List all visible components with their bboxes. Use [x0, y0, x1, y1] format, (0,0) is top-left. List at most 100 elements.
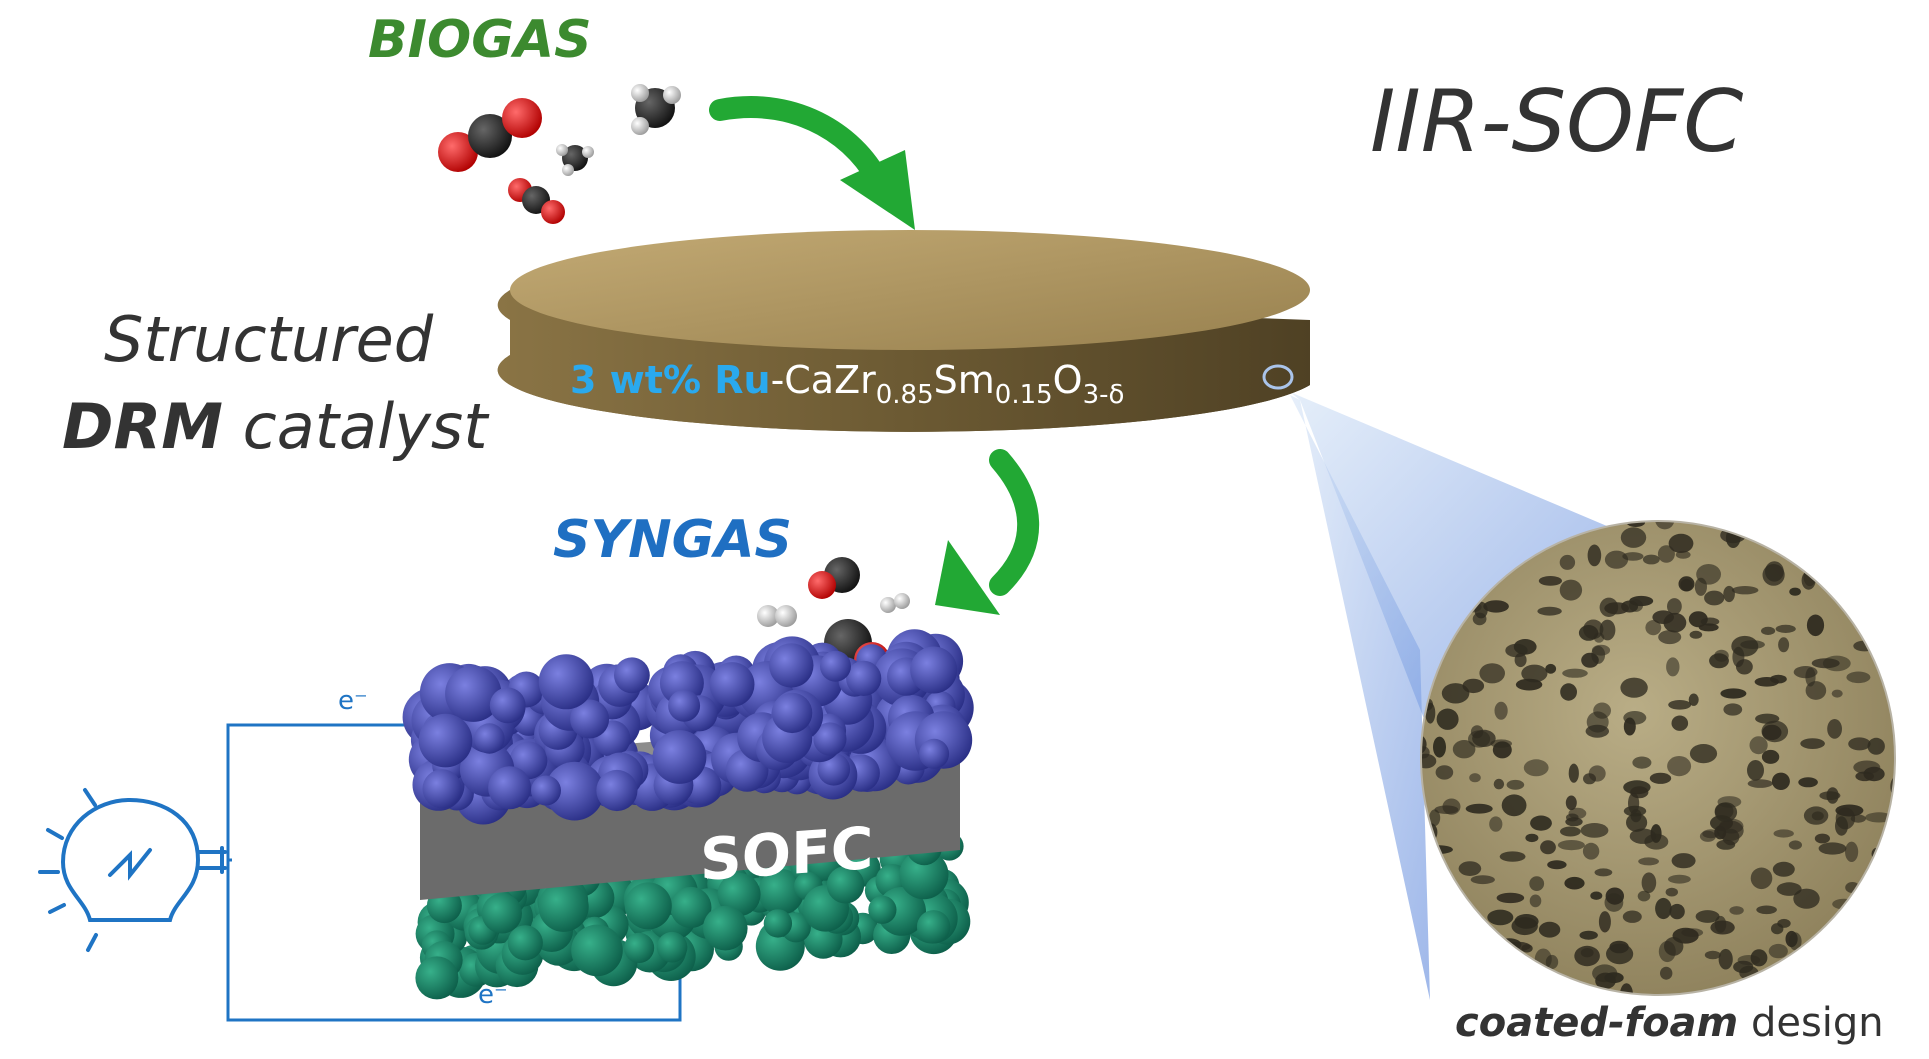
foam-pore — [1704, 591, 1724, 606]
foam-pore — [1848, 737, 1870, 750]
foam-pore — [1539, 922, 1560, 938]
foam-pore — [1497, 893, 1525, 903]
foam-pore — [1777, 919, 1790, 928]
foam-pore — [1583, 843, 1599, 860]
foam-pore — [1580, 931, 1598, 940]
cathode-particle — [624, 933, 654, 963]
foam-pore — [1502, 794, 1527, 816]
foam-pore — [1560, 580, 1582, 601]
foam-pore — [1581, 948, 1594, 957]
foam-pore — [1590, 892, 1602, 900]
foam-pore — [1668, 700, 1691, 710]
foam-pore — [1605, 551, 1628, 569]
anode-particle — [769, 643, 813, 687]
foam-pore — [1539, 576, 1562, 586]
foam-pore — [1772, 773, 1790, 790]
foam-pore — [1591, 646, 1605, 664]
foam-pore — [1487, 910, 1513, 926]
foam-pore — [1798, 777, 1818, 787]
foam-pore — [1751, 868, 1773, 890]
foam-pore — [1689, 694, 1699, 706]
foam-pore — [1586, 725, 1609, 738]
foam-pore — [1623, 911, 1642, 923]
foam-pore — [1718, 796, 1742, 808]
foam-pore — [1437, 709, 1459, 730]
foam-pore — [1668, 875, 1691, 884]
foam-pore — [1690, 631, 1703, 639]
foam-pore — [1701, 618, 1720, 626]
foam-pore — [1755, 677, 1779, 687]
foam-pore — [1599, 911, 1611, 932]
ch4-molecule-icon — [556, 144, 594, 176]
foam-pore — [1595, 868, 1613, 876]
foam-pore — [1740, 640, 1765, 649]
h2-molecule-icon — [757, 605, 797, 627]
foam-pore — [1512, 917, 1538, 935]
cathode-particle — [415, 956, 458, 999]
foam-pore — [1812, 658, 1840, 668]
anode-particle — [919, 739, 949, 769]
foam-pore — [1778, 637, 1789, 652]
anode-particle — [820, 651, 851, 682]
electron-label-bottom: e⁻ — [478, 980, 508, 1010]
structured-label: Structured — [104, 303, 433, 376]
formula-part: Sm — [934, 358, 995, 402]
foam-pore — [1594, 633, 1605, 643]
foam-pore — [1815, 834, 1830, 844]
foam-pore — [1696, 910, 1720, 923]
anode-particle — [653, 730, 707, 784]
foam-pore — [1827, 787, 1839, 804]
foam-pore — [1673, 928, 1699, 944]
ch4-molecule-icon — [631, 84, 681, 135]
cathode-particle — [625, 882, 672, 929]
foam-pore — [1658, 630, 1681, 644]
foam-pore — [1846, 672, 1870, 684]
co2-molecule-icon — [438, 98, 542, 172]
foam-pore — [1621, 527, 1646, 548]
catalyst-formula: 3 wt% Ru-CaZr0.85Sm0.15O3-δ — [570, 358, 1124, 410]
foam-pore — [1560, 683, 1577, 700]
cathode-particle — [703, 906, 748, 951]
foam-pore — [1805, 668, 1815, 687]
foam-pore — [1589, 765, 1606, 781]
foam-pore — [1606, 888, 1624, 905]
foam-pore — [1773, 862, 1795, 877]
foam-pore — [1666, 657, 1679, 676]
anode-particle — [596, 770, 637, 811]
anode-particle — [488, 766, 531, 809]
anode-particle — [668, 690, 700, 722]
foam-pore — [1558, 840, 1585, 850]
foam-pore — [1664, 613, 1687, 633]
foam-pore — [1776, 625, 1796, 633]
foam-pore — [1540, 840, 1556, 854]
foam-pore — [1695, 578, 1707, 596]
h2-molecule-icon — [880, 593, 910, 613]
formula-sub: 3-δ — [1083, 380, 1125, 410]
light-bulb-icon — [40, 790, 225, 950]
foam-pore — [1750, 736, 1768, 754]
cathode-particle — [539, 882, 589, 932]
electron-label-top: e⁻ — [338, 686, 368, 716]
foam-pore — [1717, 821, 1744, 841]
foam-pore — [1667, 756, 1691, 776]
biogas-label: BIOGAS — [368, 10, 592, 70]
foam-pore — [1638, 891, 1651, 902]
foam-pore — [1566, 814, 1579, 822]
co2-molecule-icon — [508, 178, 565, 224]
foam-pore — [1530, 895, 1542, 908]
foam-pore — [1723, 703, 1742, 715]
foam-pore — [1507, 780, 1525, 790]
foam-pore — [1463, 679, 1485, 693]
foam-pore — [1747, 760, 1764, 781]
foam-pore — [1836, 807, 1855, 829]
co-molecule-icon — [808, 557, 860, 599]
foam-pore — [1473, 613, 1487, 626]
anode-particle — [772, 693, 812, 733]
foam-pore — [1500, 851, 1526, 861]
foam-caption-rest: design — [1738, 1000, 1883, 1046]
foam-pore — [1626, 813, 1647, 832]
syngas-label: SYNGAS — [553, 510, 792, 570]
anode-particle — [423, 769, 462, 808]
formula-sub: 0.85 — [876, 380, 934, 410]
